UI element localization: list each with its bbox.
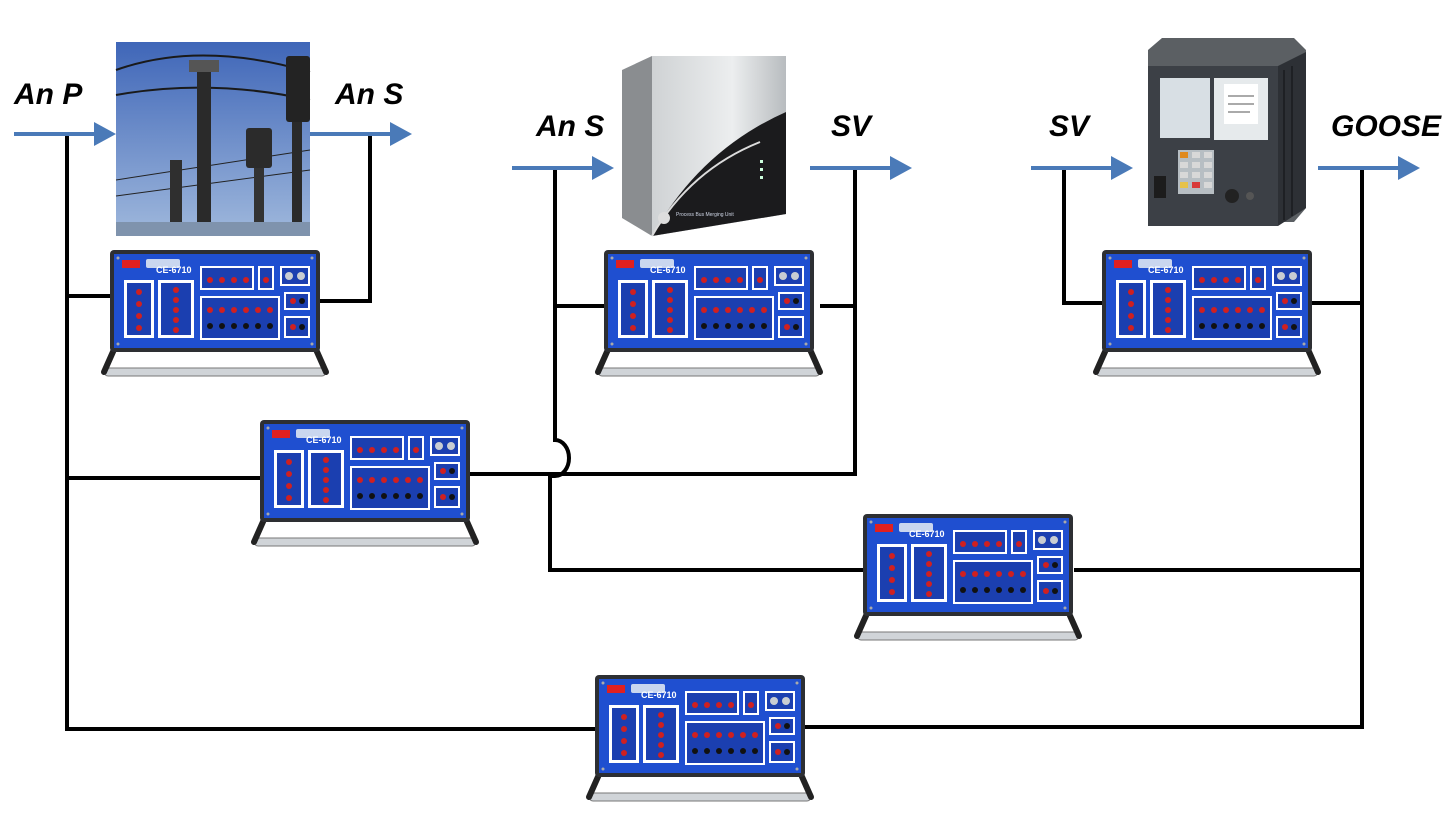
- wire-an-p-trunk: [65, 134, 598, 731]
- wiring: [65, 134, 1364, 731]
- arrow-an-s-in: [512, 156, 614, 180]
- substation-instrument-transformer-photo: [115, 42, 311, 236]
- label-an-p-input: An P: [14, 78, 83, 111]
- arrow-an-p-in: [14, 122, 116, 146]
- merging-unit-device: Process Bus Merging Unit: [622, 56, 786, 237]
- arrow-sv-in: [1031, 156, 1133, 180]
- wire-sv-in-to-set3: [1062, 168, 1106, 305]
- protection-relay-ied: [1148, 38, 1306, 226]
- arrow-goose-out: [1318, 156, 1420, 180]
- wire-sv-out-trunk: [470, 168, 857, 476]
- test-set-5: [857, 514, 1079, 640]
- arrow-an-s-out: [310, 122, 412, 146]
- label-sv-output: SV: [831, 110, 872, 143]
- wire-an-s-out-to-set1: [320, 134, 372, 303]
- signal-arrows: [14, 122, 1420, 180]
- test-set-1: [104, 250, 326, 376]
- test-set-4: [254, 420, 476, 546]
- label-goose-output: GOOSE: [1331, 110, 1442, 143]
- arrow-sv-out: [810, 156, 912, 180]
- test-set-3: [1096, 250, 1318, 376]
- label-an-s-output: An S: [335, 78, 404, 111]
- merging-unit-label: Process Bus Merging Unit: [676, 212, 734, 218]
- label-sv-input: SV: [1049, 110, 1090, 143]
- label-an-s-input: An S: [536, 110, 605, 143]
- test-set-2: [598, 250, 820, 376]
- test-set-6: [589, 675, 811, 801]
- wire-goose-trunk: [804, 168, 1364, 729]
